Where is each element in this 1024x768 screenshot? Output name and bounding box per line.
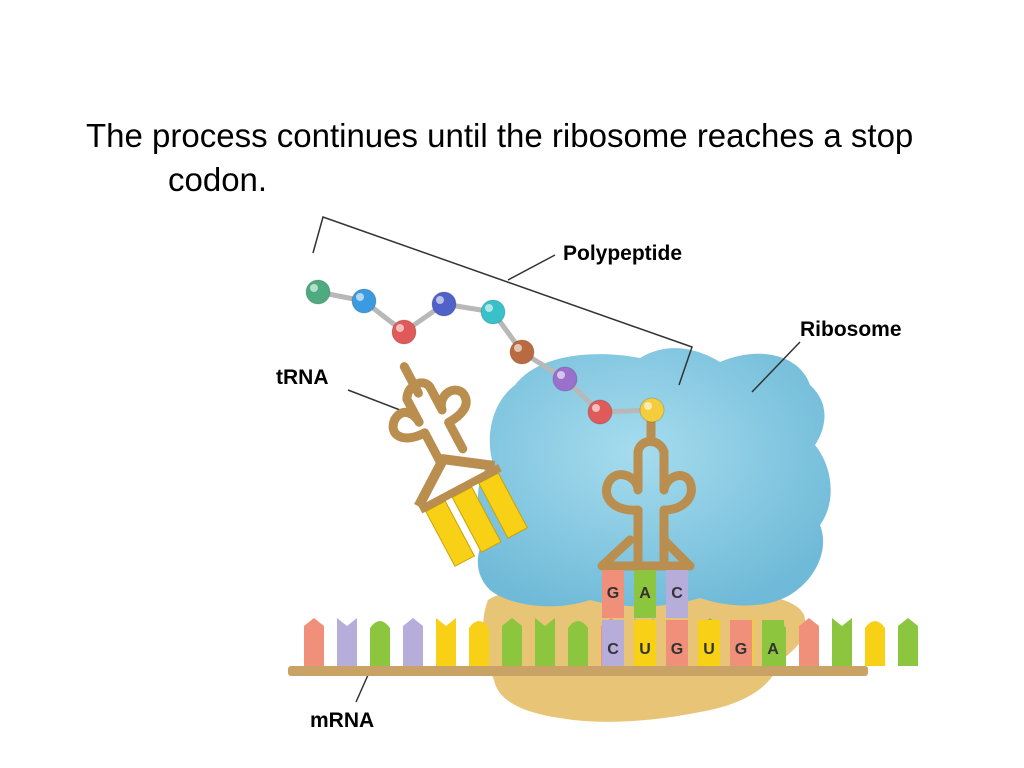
amino-acid [391, 319, 417, 345]
polypeptide-chain [305, 279, 665, 425]
anticodon-base-block [602, 570, 624, 618]
anticodon-base: A [639, 585, 651, 602]
mrna-base [403, 618, 423, 666]
codon-base: G [671, 641, 683, 658]
mrna-base [865, 621, 885, 666]
codon-base: U [703, 641, 715, 658]
codon-base-block [666, 620, 688, 666]
amino-acid-highlight [356, 293, 364, 301]
mrna-base [799, 618, 819, 666]
anticodon-base-block [634, 570, 656, 618]
slide-heading: The process continues until the ribosome… [86, 114, 986, 202]
amino-acid [305, 279, 331, 305]
polypeptide-label: Polypeptide [563, 242, 682, 265]
trna-label: tRNA [276, 366, 329, 389]
codon-base-block [602, 620, 624, 666]
anticodon-base: C [671, 585, 683, 602]
codon-base-block [698, 620, 720, 666]
mrna-base [469, 621, 489, 666]
amino-acid-highlight [592, 404, 600, 412]
mrna-base [502, 618, 522, 666]
amino-acid [431, 291, 457, 317]
amino-acid-highlight [514, 344, 522, 352]
amino-acid [480, 299, 506, 325]
amino-acid [587, 399, 613, 425]
ribosome-large-subunit [477, 348, 831, 607]
amino-acid-highlight [310, 284, 318, 292]
codon-pairs: G A C C U G U G A [602, 570, 784, 666]
mrna-base [898, 618, 918, 666]
codon-base-block [730, 620, 752, 666]
ribosome-label: Ribosome [800, 318, 902, 341]
amino-acid-highlight [644, 402, 652, 410]
codon-base-block [634, 620, 656, 666]
mrna-label: mRNA [310, 709, 374, 732]
codon-base: U [639, 641, 651, 658]
amino-acid [351, 288, 377, 314]
codon-base: C [607, 641, 619, 658]
amino-acid [639, 397, 665, 423]
polypeptide-leader [507, 254, 556, 281]
heading-line-2: codon. [168, 161, 268, 198]
codon-base: G [735, 641, 747, 658]
codon-base-block [762, 620, 784, 666]
mrna-base [337, 618, 357, 666]
mrna-leader [355, 674, 369, 703]
amino-acid-highlight [396, 324, 404, 332]
mrna-base [370, 621, 390, 666]
mrna-base [568, 621, 588, 666]
ribosome-leader [751, 341, 801, 393]
amino-acid-highlight [436, 296, 444, 304]
anticodon-base: G [607, 585, 619, 602]
mrna-base [535, 618, 555, 666]
amino-acid-highlight [485, 304, 493, 312]
mrna-base [832, 618, 852, 666]
mrna-base [304, 618, 324, 666]
heading-line-1: The process continues until the ribosome… [86, 117, 914, 154]
mrna-base [436, 618, 456, 666]
codon-base: A [767, 641, 779, 658]
amino-acid-highlight [557, 371, 565, 379]
amino-acid [509, 339, 535, 365]
mrna-backbone [288, 666, 868, 676]
departing-trna [388, 362, 529, 567]
polypeptide-bracket [312, 216, 693, 386]
anticodon-base-block [666, 570, 688, 618]
trna-leader [347, 389, 401, 411]
amino-acid [552, 366, 578, 392]
